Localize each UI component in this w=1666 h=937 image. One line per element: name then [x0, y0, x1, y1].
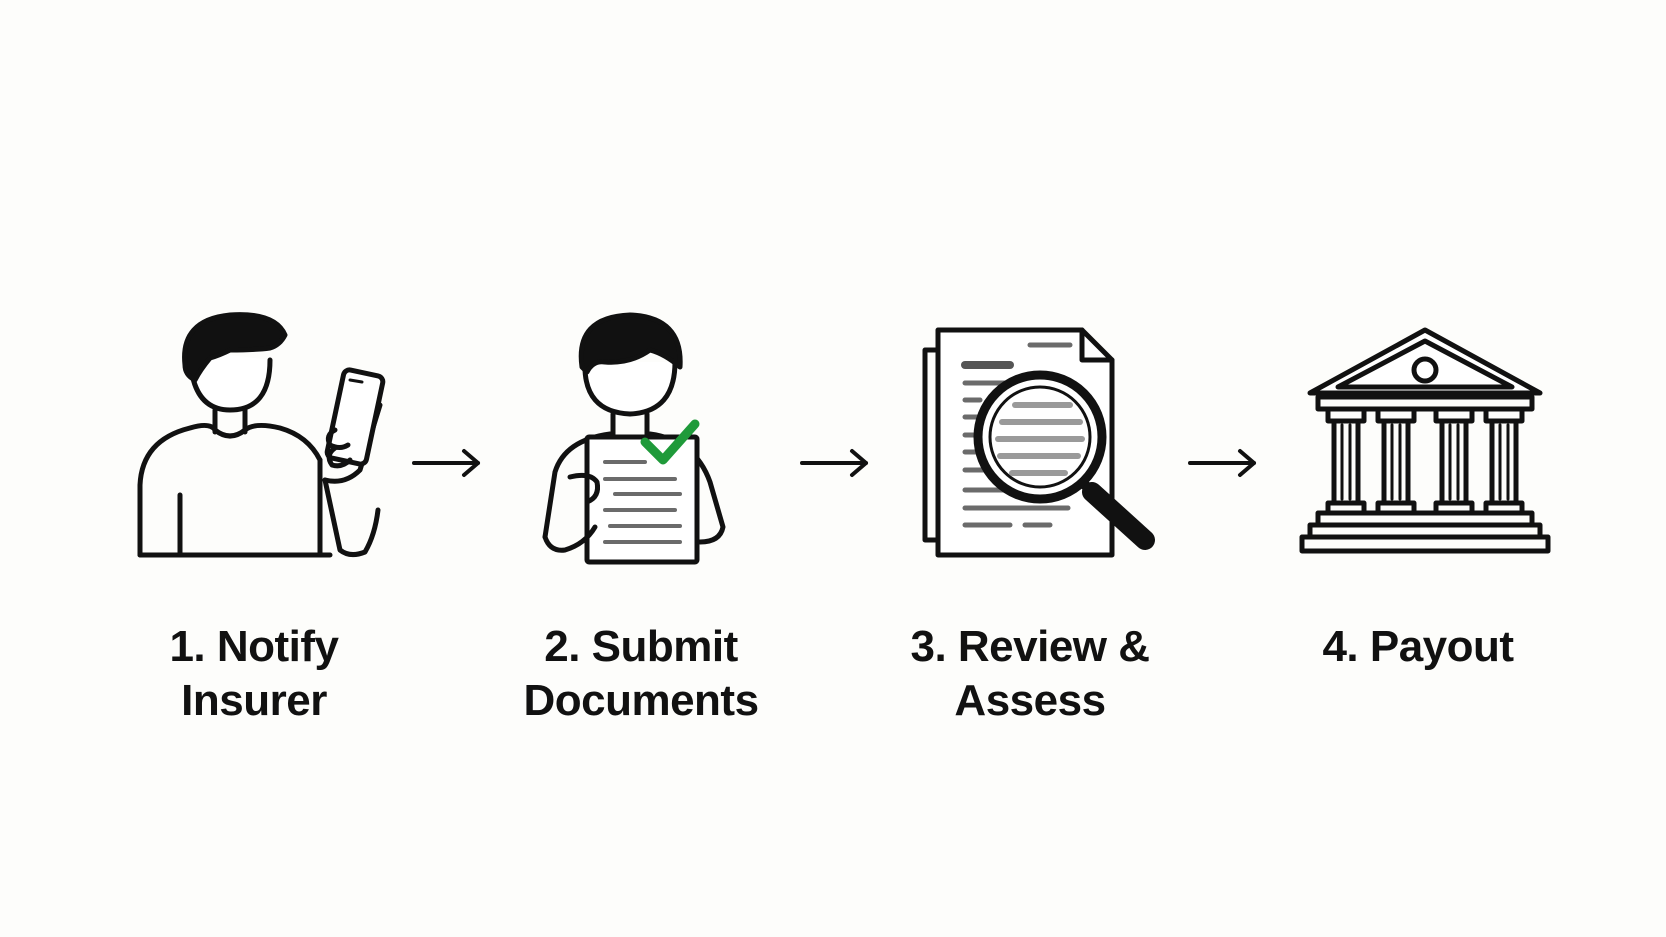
- person-with-phone-icon: [137, 312, 386, 558]
- arrow-right-icon: [800, 449, 868, 477]
- step-2-label-line-1: 2. Submit: [544, 622, 738, 671]
- document-magnifier-icon: [922, 327, 1155, 558]
- step-2-label-line-2: Documents: [523, 676, 759, 725]
- arrow-right-icon: [1188, 449, 1256, 477]
- step-3-label-line-2: Assess: [954, 676, 1106, 725]
- step-2-label: 2. Submit Documents: [461, 620, 821, 728]
- step-3-label-line-1: 3. Review &: [910, 622, 1150, 671]
- green-check-icon: [640, 419, 700, 465]
- step-4-label-line-1: 4. Payout: [1322, 622, 1514, 671]
- arrow-right-icon: [412, 449, 480, 477]
- step-1-label-line-2: Insurer: [181, 676, 327, 725]
- step-1-label-line-1: 1. Notify: [169, 622, 339, 671]
- step-1-label: 1. Notify Insurer: [74, 620, 434, 728]
- step-4-label: 4. Payout: [1238, 620, 1598, 674]
- step-3-label: 3. Review & Assess: [850, 620, 1210, 728]
- bank-building-icon: [1299, 327, 1551, 554]
- person-holding-checked-document-icon: [542, 312, 726, 565]
